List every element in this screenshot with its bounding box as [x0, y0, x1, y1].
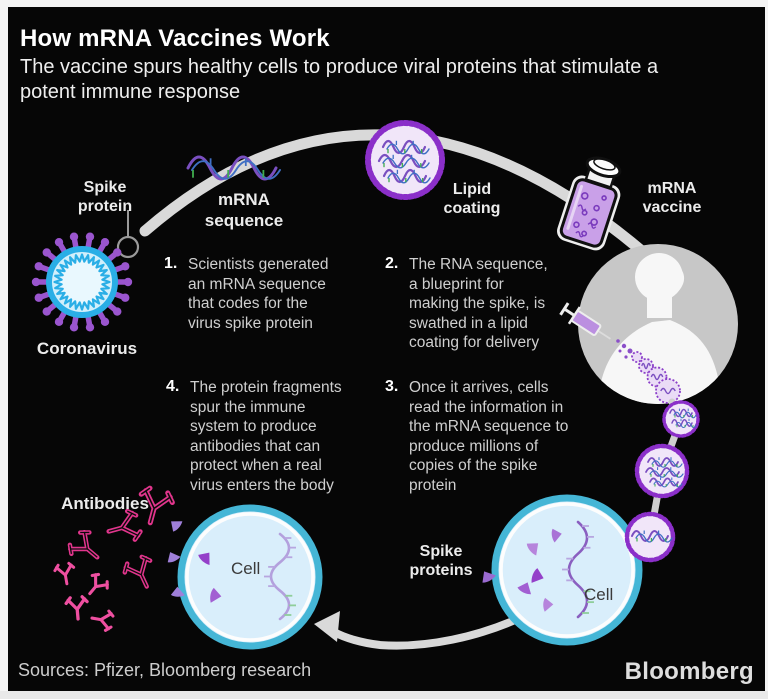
- bloomberg-logo: Bloomberg: [624, 658, 754, 685]
- frame-left: [0, 0, 8, 699]
- mrna-sequence-icon: [186, 155, 281, 181]
- frame-top: [0, 0, 768, 7]
- label-mrna-vaccine: mRNA vaccine: [642, 180, 702, 216]
- step-4-number: 4.: [166, 378, 180, 395]
- lipid-particle-chain: [634, 398, 700, 541]
- label-coronavirus: Coronavirus: [36, 339, 138, 358]
- frame-right: [765, 0, 768, 699]
- step-3-number: 3.: [385, 378, 399, 395]
- step-3-text: Once it arrives, cells read the informat…: [409, 379, 569, 494]
- coronavirus-icon: [31, 232, 133, 332]
- step-1-text: Scientists generated an mRNA sequence th…: [188, 256, 329, 332]
- label-spike-protein: Spike protein: [77, 179, 133, 215]
- step-2-text: The RNA sequence, a blueprint for making…: [409, 256, 548, 351]
- mrna-vaccine-vial-icon: [557, 156, 622, 251]
- lipid-particle-at-cell: [624, 511, 676, 563]
- step-1-number: 1.: [164, 255, 178, 272]
- sources-note: Sources: Pfizer, Bloomberg research: [18, 660, 312, 680]
- label-cell-left: Cell: [231, 559, 261, 578]
- page-title: How mRNA Vaccines Work: [20, 25, 330, 52]
- spike-protein-pointer: [116, 210, 140, 259]
- label-cell-right: Cell: [584, 585, 614, 604]
- antibodies-icon: [53, 485, 175, 632]
- step-2-number: 2.: [385, 255, 399, 272]
- label-spike-proteins: Spike proteins: [409, 543, 473, 579]
- label-lipid-coating: Lipid coating: [443, 181, 501, 217]
- step-4-text: The protein fragments spur the immune sy…: [190, 379, 342, 494]
- frame-bottom: [0, 691, 768, 699]
- cell-arrow: [314, 604, 544, 650]
- cell-left-icon: [167, 504, 323, 650]
- label-antibodies: Antibodies: [61, 494, 149, 513]
- page-subtitle: The vaccine spurs healthy cells to produ…: [20, 56, 659, 103]
- human-figure-icon: [559, 244, 738, 404]
- label-mrna-sequence: mRNA sequence: [204, 190, 284, 230]
- lipid-coating-icon: [365, 120, 445, 200]
- cell-right-icon: [482, 494, 643, 646]
